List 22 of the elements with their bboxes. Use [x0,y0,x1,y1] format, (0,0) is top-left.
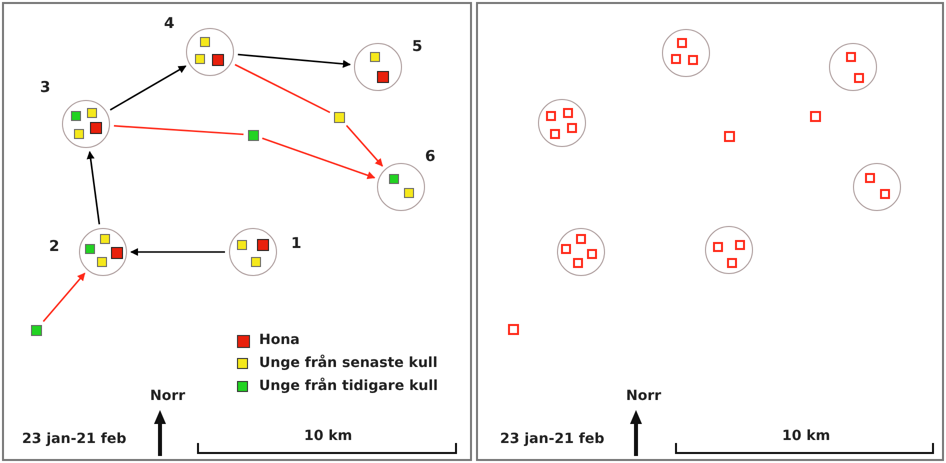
scale-label: 10 km [782,428,830,444]
legend-label: Unge från senaste kull [259,355,438,371]
arrow [130,248,225,256]
arrow [262,138,376,180]
site-number: 1 [291,234,302,252]
arrow [238,54,351,68]
arrow [42,272,86,322]
north-label: Norr [150,388,186,404]
date-range: 23 jan-21 feb [22,431,126,447]
legend-label: Unge från tidigare kull [259,378,438,394]
site-number: 5 [412,37,422,55]
legend-label: Hona [259,332,300,348]
site-number: 4 [164,14,174,32]
site-number: 3 [40,78,50,96]
scale-label: 10 km [304,428,352,444]
north-label: Norr [626,388,662,404]
date-range: 23 jan-21 feb [500,431,604,447]
arrow [110,65,186,111]
site-number: 6 [425,147,436,165]
arrow [86,150,100,224]
arrow [346,124,384,167]
site-number: 2 [49,237,60,255]
